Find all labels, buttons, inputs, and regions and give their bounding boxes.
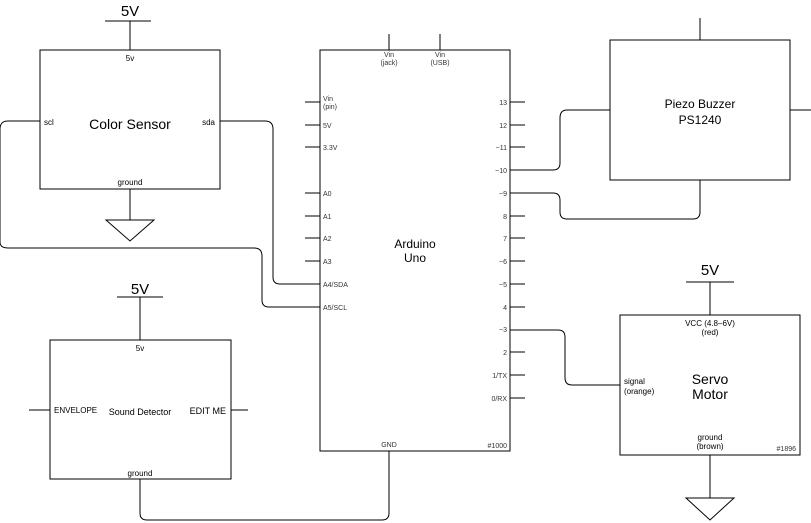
wire-pin10-piezo bbox=[510, 109, 610, 171]
servo-pin-ground-color: (brown) bbox=[696, 442, 723, 451]
arduino-pin-8: 8 bbox=[503, 214, 507, 221]
arduino-pin-5: ~5 bbox=[499, 282, 507, 289]
servo-ground-symbol bbox=[684, 497, 736, 521]
wire-ground-gnd bbox=[139, 451, 390, 521]
arduino-pin-a5-scl: A5/SCL bbox=[323, 305, 347, 312]
arduino-pin-11: ~11 bbox=[496, 145, 507, 152]
servo-title-sub: Motor bbox=[692, 386, 728, 402]
arduino-pin-vin-usb-sub: (USB) bbox=[430, 60, 449, 67]
servo-pin-vcc: VCC (4.8–6V) bbox=[685, 319, 735, 328]
arduino-pin-a2: A2 bbox=[323, 236, 332, 243]
color-sensor-5v-label: 5V bbox=[121, 3, 139, 20]
arduino-pin-1-tx: 1/TX bbox=[492, 373, 507, 380]
color-sensor: 5V 5v scl sda Color Sensor ground bbox=[39, 3, 221, 242]
arduino-pin-4: 4 bbox=[503, 305, 507, 312]
arduino-pin-13: 13 bbox=[499, 100, 507, 107]
servo-motor: 5V VCC (4.8–6V) (red) signal (orange) Se… bbox=[619, 262, 801, 521]
color-sensor-ground-symbol bbox=[104, 219, 156, 242]
piezo-box bbox=[609, 39, 791, 181]
arduino-right-pins: 13 12 ~11 ~10 ~9 8 7 ~6 ~5 4 ~3 2 1/TX 0… bbox=[491, 100, 525, 403]
sound-detector-5v-label: 5V bbox=[131, 281, 149, 298]
sound-detector: 5V 5v ENVELOPE Sound Detector EDIT ME gr… bbox=[29, 281, 248, 480]
arduino-pin-vin-jack-sub: (jack) bbox=[380, 60, 397, 67]
servo-box bbox=[619, 314, 801, 456]
piezo-model: PS1240 bbox=[679, 113, 722, 127]
arduino-pin-a4-sda: A4/SDA bbox=[323, 282, 348, 289]
arduino-title-sub: Uno bbox=[404, 251, 426, 265]
arduino-pin-6: ~6 bbox=[499, 259, 507, 266]
wire-pin9-piezo bbox=[510, 180, 701, 220]
sound-detector-pin-envelope: ENVELOPE bbox=[54, 406, 97, 415]
color-sensor-pin-ground: ground bbox=[118, 178, 143, 187]
wire-scl-a5 bbox=[0, 120, 320, 308]
sound-detector-pin-ground: ground bbox=[128, 469, 153, 478]
arduino-box bbox=[319, 49, 511, 452]
arduino-pin-2: 2 bbox=[503, 350, 507, 357]
arduino-pin-5v: 5V bbox=[323, 123, 332, 130]
color-sensor-title: Color Sensor bbox=[89, 116, 171, 132]
wire-pin3-servo-signal bbox=[510, 329, 620, 386]
servo-pin-vcc-color: (red) bbox=[702, 328, 719, 337]
sound-detector-pin-5v: 5v bbox=[136, 344, 144, 353]
servo-part-number: #1896 bbox=[777, 446, 797, 453]
arduino-pin-a3: A3 bbox=[323, 259, 332, 266]
servo-pin-signal: signal bbox=[624, 377, 645, 386]
color-sensor-pin-sda: sda bbox=[202, 118, 215, 127]
sound-detector-pin-edit-me: EDIT ME bbox=[190, 406, 226, 416]
arduino-pin-vin-usb: Vin bbox=[435, 52, 445, 59]
sound-detector-title: Sound Detector bbox=[109, 407, 172, 417]
arduino-pin-7: 7 bbox=[503, 236, 507, 243]
arduino-pin-vin-pin: Vin bbox=[323, 96, 333, 103]
servo-pin-signal-color: (orange) bbox=[624, 387, 655, 396]
arduino-pin-vin-jack: Vin bbox=[384, 52, 394, 59]
arduino-pin-10: ~10 bbox=[495, 168, 507, 175]
arduino-pin-a0: A0 bbox=[323, 191, 332, 198]
color-sensor-box bbox=[39, 49, 221, 190]
arduino-pin-a1: A1 bbox=[323, 214, 332, 221]
arduino-title: Arduino bbox=[394, 237, 436, 251]
arduino-uno: Vin (jack) Vin (USB) Vin (pin) 5V 3.3V A… bbox=[305, 34, 525, 452]
piezo-buzzer: Piezo Buzzer PS1240 bbox=[609, 18, 811, 181]
color-sensor-pin-scl: scl bbox=[44, 118, 54, 127]
arduino-pin-0-rx: 0/RX bbox=[491, 396, 507, 403]
arduino-pin-12: 12 bbox=[499, 123, 507, 130]
arduino-part-number: #1000 bbox=[488, 443, 508, 450]
arduino-pin-gnd: GND bbox=[381, 442, 397, 449]
arduino-pin-9: ~9 bbox=[499, 191, 507, 198]
arduino-pin-3: ~3 bbox=[499, 327, 507, 334]
color-sensor-pin-5v: 5v bbox=[126, 54, 134, 63]
wire-sda-a4 bbox=[220, 120, 320, 285]
arduino-pin-3v3: 3.3V bbox=[323, 145, 338, 152]
piezo-title: Piezo Buzzer bbox=[665, 97, 736, 111]
arduino-pin-vin-pin-sub: (pin) bbox=[323, 104, 337, 111]
servo-5v-label: 5V bbox=[701, 262, 719, 279]
servo-pin-ground: ground bbox=[698, 433, 723, 442]
servo-title: Servo bbox=[692, 371, 729, 387]
